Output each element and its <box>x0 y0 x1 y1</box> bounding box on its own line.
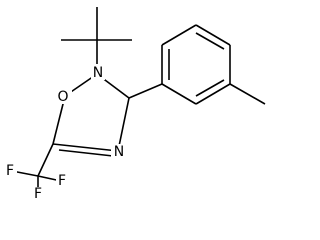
fluorine-right-label-bg <box>56 174 69 189</box>
fluorine-bottom-label: F <box>34 186 42 202</box>
bond-benzene-5 <box>195 83 231 105</box>
structure-canvas: N O N F F F <box>4 7 266 202</box>
fluorine-left-label: F <box>6 163 14 179</box>
bond-benzene-3 <box>195 24 231 46</box>
molecule-diagram: N O N F F F <box>4 7 266 202</box>
bond-benzene-2 <box>161 24 197 46</box>
ring-o-label: O <box>57 89 68 105</box>
bond-benzene-6 <box>161 83 197 105</box>
atom-labels: N O N F F F <box>4 64 125 202</box>
fluorine-left-label-bg <box>4 164 17 179</box>
bonds <box>11 7 266 195</box>
fluorine-right-label: F <box>58 173 66 189</box>
fluorine-bottom-label-bg <box>32 187 45 202</box>
imine-n-label-bg <box>111 144 125 160</box>
imine-n-label: N <box>114 144 124 160</box>
bond-aryl-methyl <box>229 83 266 105</box>
bond-c5-cf3 <box>37 143 54 177</box>
bond-benzene-5-inner <box>195 79 225 97</box>
bond-c5-n4-double-inner <box>58 149 114 157</box>
ring-n-label-bg <box>91 64 105 80</box>
bond-c5-n4-double <box>52 143 119 152</box>
bond-benzene-3-inner <box>195 32 225 50</box>
bond-c3-phenyl <box>128 83 163 99</box>
bond-c3-n4 <box>117 97 130 152</box>
ring-n-label: N <box>93 65 103 81</box>
ring-o-label-bg <box>56 88 72 104</box>
